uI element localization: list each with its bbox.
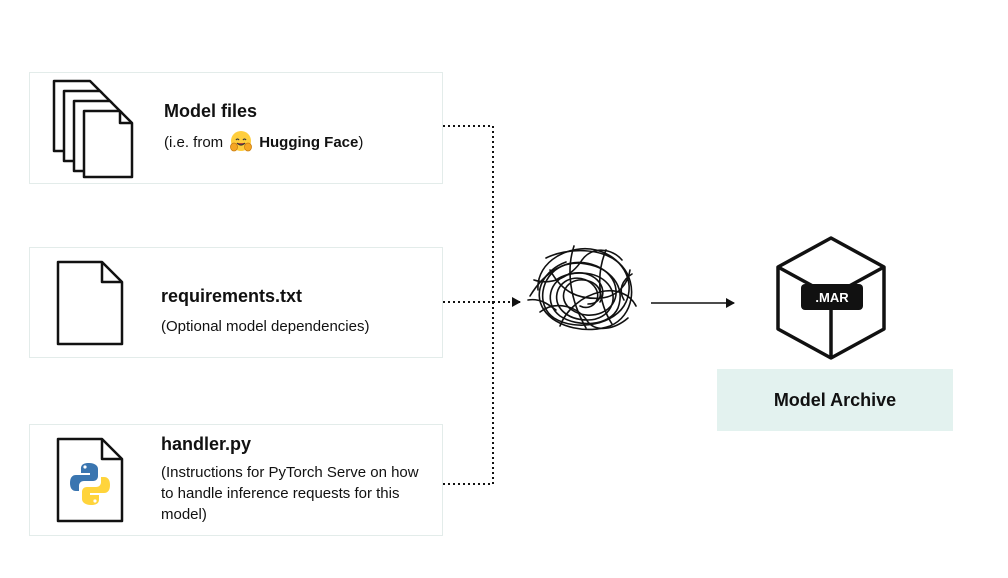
model-files-desc-suffix: ) (358, 133, 364, 151)
mar-badge: .MAR (801, 284, 863, 310)
model-files-title: Model files (164, 101, 258, 121)
hugging-face-emoji-icon (230, 131, 253, 152)
stacked-documents-icon (52, 79, 134, 179)
model-files-description: (i.e. from Hugging Face ) (164, 130, 363, 154)
handler-description: (Instructions for PyTorch Serve on how t… (161, 464, 419, 523)
model-archive-label: Model Archive (773, 389, 897, 410)
document-icon (56, 260, 124, 346)
requirements-card: requirements.txt (Optional model depende… (29, 247, 443, 358)
model-archive-label-box: Model Archive (717, 369, 953, 431)
requirements-description: (Optional model dependencies) (161, 318, 370, 335)
handler-title: handler.py (161, 434, 252, 454)
requirements-title: requirements.txt (161, 286, 303, 306)
model-files-connector (443, 125, 494, 302)
python-logo (70, 463, 110, 505)
scribble-tangle-icon (527, 245, 637, 331)
handler-connector (443, 302, 494, 485)
model-files-desc-prefix: (i.e. from (164, 133, 224, 151)
handler-card: handler.py (Instructions for PyTorch Ser… (29, 424, 443, 536)
python-file-icon (56, 437, 124, 523)
hugging-face-label: Hugging Face (259, 133, 359, 151)
model-files-card: Model files (i.e. from Hugging Face ) (29, 72, 443, 184)
